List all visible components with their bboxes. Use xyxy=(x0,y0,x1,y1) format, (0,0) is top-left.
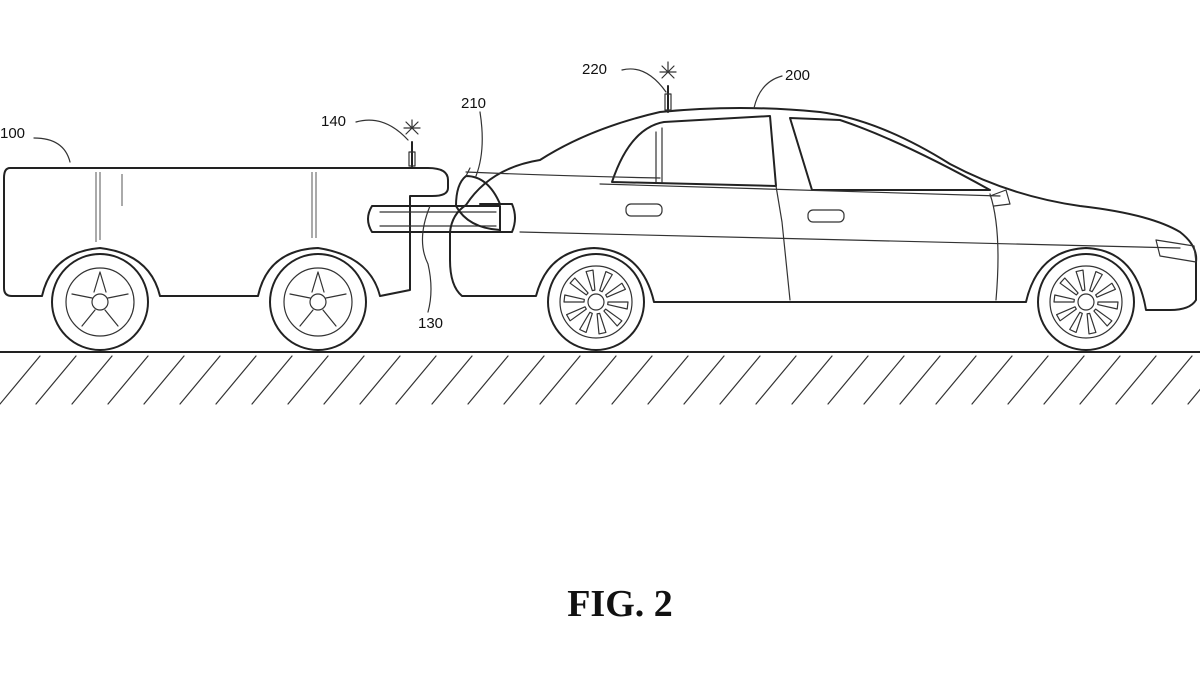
car-antenna xyxy=(659,61,677,113)
wheel-spoke xyxy=(1059,277,1079,296)
hatch-line xyxy=(863,355,905,405)
label-130: 130 xyxy=(418,315,443,332)
wheel-spoke xyxy=(1093,308,1113,327)
car-front-wheel xyxy=(1037,253,1135,351)
wheel-spoke xyxy=(607,301,629,310)
trailer-robot xyxy=(3,119,516,351)
coupling-arm xyxy=(367,203,516,233)
hatch-line xyxy=(1151,355,1193,405)
hatch-line xyxy=(0,355,41,405)
hatch-line xyxy=(647,355,689,405)
hatch-line xyxy=(143,355,185,405)
hatch-line xyxy=(791,355,833,405)
hatch-line xyxy=(755,355,797,405)
hatch-line xyxy=(935,355,977,405)
wheel-spoke xyxy=(605,282,626,298)
ground-hatching xyxy=(0,355,1200,405)
hatch-line xyxy=(683,355,725,405)
wheel-spoke xyxy=(1097,301,1119,310)
wheel-spoke xyxy=(566,306,587,322)
hatch-line xyxy=(251,355,293,405)
label-100: 100 xyxy=(0,125,25,142)
car xyxy=(449,61,1198,351)
hatch-line xyxy=(503,355,545,405)
front-window xyxy=(789,117,991,191)
hatch-line xyxy=(1043,355,1085,405)
hatch-line xyxy=(971,355,1013,405)
wheel-spoke xyxy=(569,277,589,296)
hatch-line xyxy=(611,355,653,405)
wheel-spoke xyxy=(1053,294,1075,303)
figure-caption: FIG. 2 xyxy=(567,583,673,625)
trailer-front-wheel xyxy=(51,253,149,351)
hatch-line xyxy=(827,355,869,405)
hatch-line xyxy=(323,355,365,405)
wheel-spoke xyxy=(1056,306,1077,322)
hatch-line xyxy=(575,355,617,405)
label-220: 220 xyxy=(582,61,607,78)
ground xyxy=(0,351,1200,405)
hatch-line xyxy=(1079,355,1121,405)
wheel-spoke xyxy=(1086,312,1097,335)
hatch-line xyxy=(395,355,437,405)
trailer-body xyxy=(3,167,449,297)
hatch-line xyxy=(215,355,257,405)
hatch-line xyxy=(179,355,221,405)
label-210: 210 xyxy=(461,95,486,112)
hatch-line xyxy=(467,355,509,405)
trailer-rear-wheel xyxy=(269,253,367,351)
hatch-line xyxy=(1187,388,1200,405)
hatch-line xyxy=(35,355,77,405)
hatch-line xyxy=(71,355,113,405)
rear-door-handle xyxy=(625,203,663,217)
front-door-handle xyxy=(807,209,845,223)
hatch-line xyxy=(719,355,761,405)
car-body xyxy=(449,107,1198,311)
car-rear-wheel-spokes xyxy=(563,269,629,335)
leader-lines xyxy=(33,68,783,313)
hatch-line xyxy=(287,355,329,405)
label-200: 200 xyxy=(785,67,810,84)
wheel-spoke xyxy=(1069,311,1083,333)
car-rear-wheel xyxy=(547,253,645,351)
wheel-spoke xyxy=(579,311,593,333)
wheel-spoke xyxy=(599,271,613,293)
car-front-wheel-spokes xyxy=(1053,269,1119,335)
label-140: 140 xyxy=(321,113,346,130)
wheel-spoke xyxy=(1089,271,1103,293)
hatch-line xyxy=(1115,355,1157,405)
wheel-spoke xyxy=(1075,269,1086,292)
hatch-line xyxy=(899,355,941,405)
hatch-line xyxy=(107,355,149,405)
wheel-spoke xyxy=(596,312,607,335)
wheel-spoke xyxy=(1095,282,1116,298)
robot-antenna xyxy=(403,119,421,169)
wheel-spoke xyxy=(563,294,585,303)
hatch-line xyxy=(539,355,581,405)
headlight xyxy=(1155,239,1197,263)
car-charge-port xyxy=(455,175,501,231)
hatch-line xyxy=(1007,355,1049,405)
hatch-line xyxy=(431,355,473,405)
hatch-line xyxy=(359,355,401,405)
wheel-spoke xyxy=(585,269,596,292)
wheel-spoke xyxy=(603,308,623,327)
rear-window xyxy=(611,115,777,187)
